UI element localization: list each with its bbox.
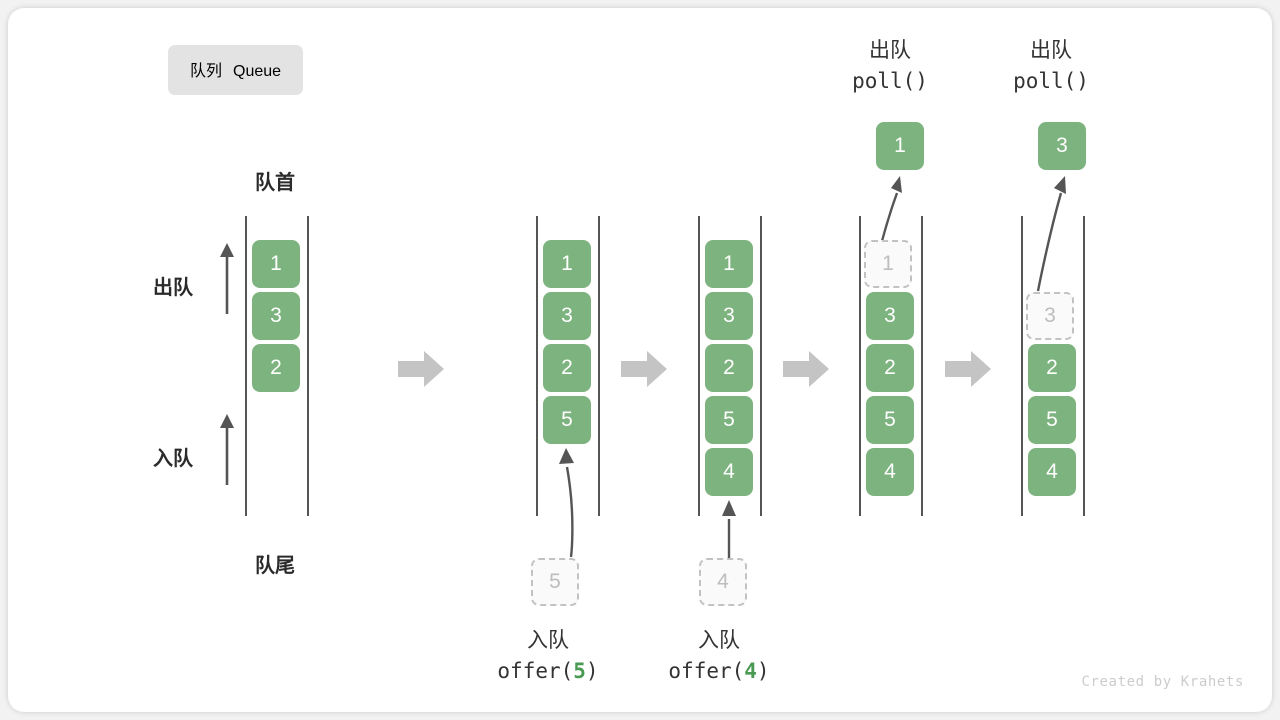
queue-element: 2 (866, 344, 914, 392)
operation-close-paren: ) (585, 659, 599, 684)
operation-label-poll-1: 出队 poll() (800, 36, 980, 97)
queue-rail-right-stage1 (307, 216, 309, 516)
queue-head-label: 队首 (255, 172, 295, 194)
queue-tail-label: 队尾 (255, 555, 295, 577)
queue-element: 4 (705, 448, 753, 496)
vacated-slot-ghost: 1 (864, 240, 912, 288)
incoming-element-ghost: 5 (531, 558, 579, 606)
queue-rail-left-stage3 (698, 216, 700, 516)
flow-arrow-icon (398, 349, 444, 389)
operation-close-paren: ) (756, 659, 770, 684)
dequeue-direction-label: 出队 (153, 277, 193, 299)
queue-rail-right-stage3 (760, 216, 762, 516)
enqueue-arrow-icon (714, 497, 744, 561)
queue-element: 3 (705, 292, 753, 340)
queue-element: 3 (543, 292, 591, 340)
queue-element: 5 (543, 396, 591, 444)
dequeue-direction-arrow-icon (216, 240, 238, 316)
operation-label-code: offer(5) (438, 656, 658, 686)
dequeue-arrow-icon (864, 173, 910, 245)
incoming-element-ghost: 4 (699, 558, 747, 606)
popped-element: 1 (876, 122, 924, 170)
queue-element: 2 (252, 344, 300, 392)
popped-element: 3 (1038, 122, 1086, 170)
queue-rail-right-stage4 (921, 216, 923, 516)
queue-element: 3 (866, 292, 914, 340)
flow-arrow-icon (621, 349, 667, 389)
queue-element: 1 (705, 240, 753, 288)
queue-element: 1 (252, 240, 300, 288)
queue-element: 5 (866, 396, 914, 444)
enqueue-arrow-icon (548, 445, 588, 561)
queue-element: 2 (543, 344, 591, 392)
vacated-slot-ghost: 3 (1026, 292, 1074, 340)
operation-fn-name: offer( (497, 659, 574, 684)
queue-element: 1 (543, 240, 591, 288)
operation-label-code: poll() (1013, 69, 1089, 94)
queue-element: 3 (252, 292, 300, 340)
operation-label-poll-2: 出队 poll() (961, 36, 1141, 97)
operation-label-code: offer(4) (609, 656, 829, 686)
queue-rail-right-stage5 (1083, 216, 1085, 516)
diagram-title-badge: 队列 Queue (168, 45, 304, 95)
title-label-en: Queue (233, 63, 282, 80)
operation-argument: 5 (573, 659, 586, 684)
operation-label-offer-5: 入队 offer(5) (438, 626, 658, 687)
queue-element: 4 (1028, 448, 1076, 496)
queue-rail-left-stage5 (1021, 216, 1023, 516)
queue-element: 2 (705, 344, 753, 392)
operation-label-cn: 入队 (527, 629, 569, 652)
queue-rail-left-stage2 (536, 216, 538, 516)
queue-rail-right-stage2 (598, 216, 600, 516)
dequeue-arrow-icon (1024, 173, 1076, 295)
operation-argument: 4 (744, 659, 757, 684)
flow-arrow-icon (783, 349, 829, 389)
operation-label-code: poll() (852, 69, 928, 94)
operation-label-cn: 入队 (698, 629, 740, 652)
enqueue-direction-label: 入队 (153, 448, 193, 470)
operation-label-offer-4: 入队 offer(4) (609, 626, 829, 687)
diagram-canvas: 队列 Queue 队首 队尾 出队 入队 1 3 2 1 3 2 5 5 (8, 8, 1272, 712)
title-label-cn: 队列 (190, 63, 223, 80)
queue-rail-left-stage1 (245, 216, 247, 516)
enqueue-direction-arrow-icon (216, 411, 238, 487)
operation-label-cn: 出队 (869, 39, 911, 62)
queue-element: 5 (705, 396, 753, 444)
queue-element: 5 (1028, 396, 1076, 444)
flow-arrow-icon (945, 349, 991, 389)
operation-fn-name: offer( (668, 659, 745, 684)
queue-element: 2 (1028, 344, 1076, 392)
queue-element: 4 (866, 448, 914, 496)
operation-label-cn: 出队 (1030, 39, 1072, 62)
watermark-credit: Created by Krahets (1081, 674, 1244, 690)
queue-rail-left-stage4 (859, 216, 861, 516)
